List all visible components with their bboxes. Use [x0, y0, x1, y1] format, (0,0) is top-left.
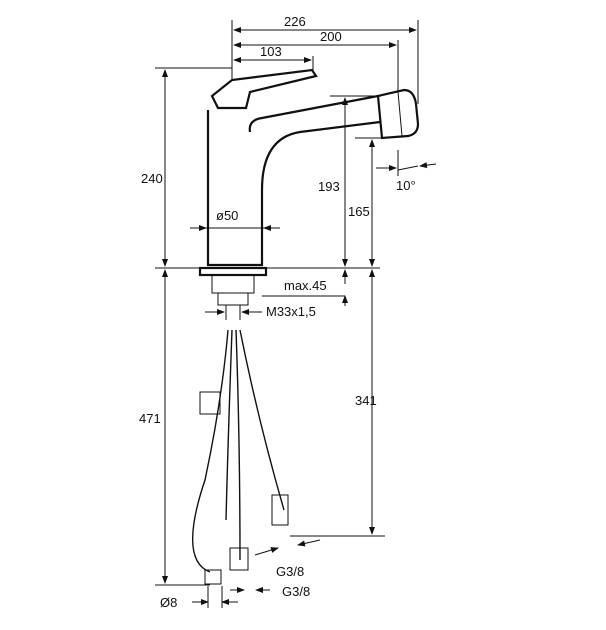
hose-length-total-label: 471	[139, 411, 161, 426]
hose-length-label: 341	[355, 393, 377, 408]
spray-head	[376, 88, 420, 140]
body-diameter-label: ø50	[216, 208, 238, 223]
spout-reach-label: 200	[320, 29, 342, 44]
lever-reach-label: 103	[260, 44, 282, 59]
hose-diameter-label: Ø8	[160, 595, 177, 610]
max-deck-thickness-label: max.45	[284, 278, 327, 293]
outlet-height-label: 165	[348, 204, 370, 219]
overall-reach-label: 226	[284, 14, 306, 29]
dimension-lines	[162, 27, 437, 608]
spout-height-label: 193	[318, 179, 340, 194]
thread-label: M33x1,5	[266, 304, 316, 319]
faucet-body	[206, 94, 381, 267]
total-height-label: 240	[141, 171, 163, 186]
faucet-lever	[210, 68, 318, 110]
connection-thread-lower-label: G3/8	[282, 584, 310, 599]
supply-hoses	[191, 329, 289, 585]
spout-angle-label: 10°	[396, 178, 416, 193]
reference-lines	[155, 20, 419, 586]
connection-thread-upper-label: G3/8	[276, 564, 304, 579]
